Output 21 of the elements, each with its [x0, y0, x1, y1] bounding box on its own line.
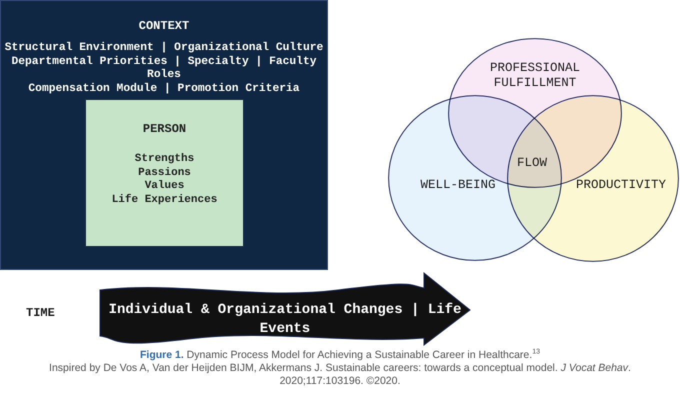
person-item: Passions — [138, 166, 191, 180]
arrow-label: Individual & Organizational Changes | Life Events — [108, 301, 462, 339]
context-item: Structural Environment | Organizational Culture — [4, 42, 324, 56]
circle-label: PRODUCTIVITY — [574, 178, 667, 193]
person-item: Strengths — [134, 153, 194, 167]
overlap-label: FLOW — [517, 155, 548, 171]
process-arrow — [98, 272, 472, 346]
context-item: Compensation Module | Promotion Criteria — [28, 83, 300, 97]
venn-circle — [507, 95, 679, 262]
person-item: Life Experiences — [112, 194, 218, 208]
circle-label: PROFESSIONAL FULFILLMENT — [488, 61, 581, 91]
panel-heading: CONTEXT — [138, 19, 190, 33]
context-panel — [0, 0, 328, 270]
circle-label: WELL-BEING — [419, 178, 496, 193]
person-item: Values — [144, 180, 184, 194]
person-panel — [85, 99, 244, 247]
citation-text: Inspired by De Vos A, Van der Heijden BIJM, Akkermans J. Sustainable careers: towards a conceptual model. J Vocat Behav. 2020;117:103196. ©2020. — [48, 362, 632, 387]
context-item: Departmental Priorities | Specialty | Faculty Roles — [10, 56, 318, 82]
panel-heading: PERSON — [142, 121, 186, 137]
figure-caption: Figure 1. Dynamic Process Model for Achieving a Sustainable Career in Healthcare.$^{13}$ — [139, 349, 541, 362]
time-label: TIME — [26, 305, 56, 321]
